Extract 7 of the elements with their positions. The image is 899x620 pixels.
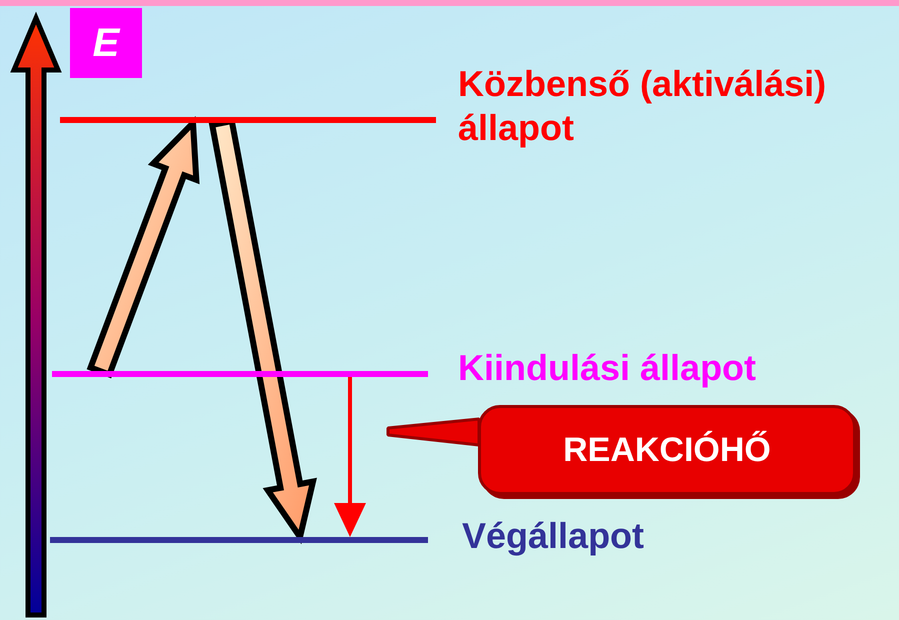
level-label: Végállapot — [462, 514, 646, 558]
block-arrow — [86, 116, 200, 378]
level-label: Kiindulási állapot — [458, 346, 758, 390]
callout-pointer — [386, 418, 480, 446]
axis-label: E — [70, 8, 142, 78]
level-label: Közbenső (aktiválási) állapot — [458, 62, 828, 150]
arrow — [334, 377, 366, 537]
